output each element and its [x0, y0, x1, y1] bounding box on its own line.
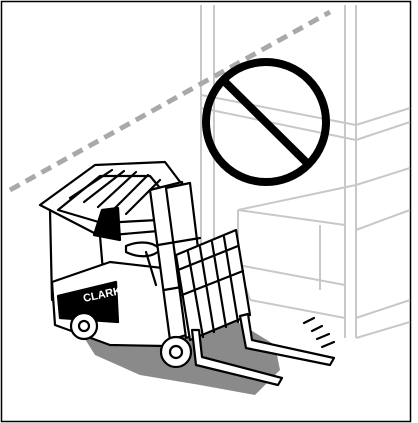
dashed-path-line	[8, 9, 332, 193]
storage-rack	[200, 5, 411, 339]
prohibition-icon	[202, 58, 330, 186]
forklift: CLARK	[38, 160, 336, 387]
